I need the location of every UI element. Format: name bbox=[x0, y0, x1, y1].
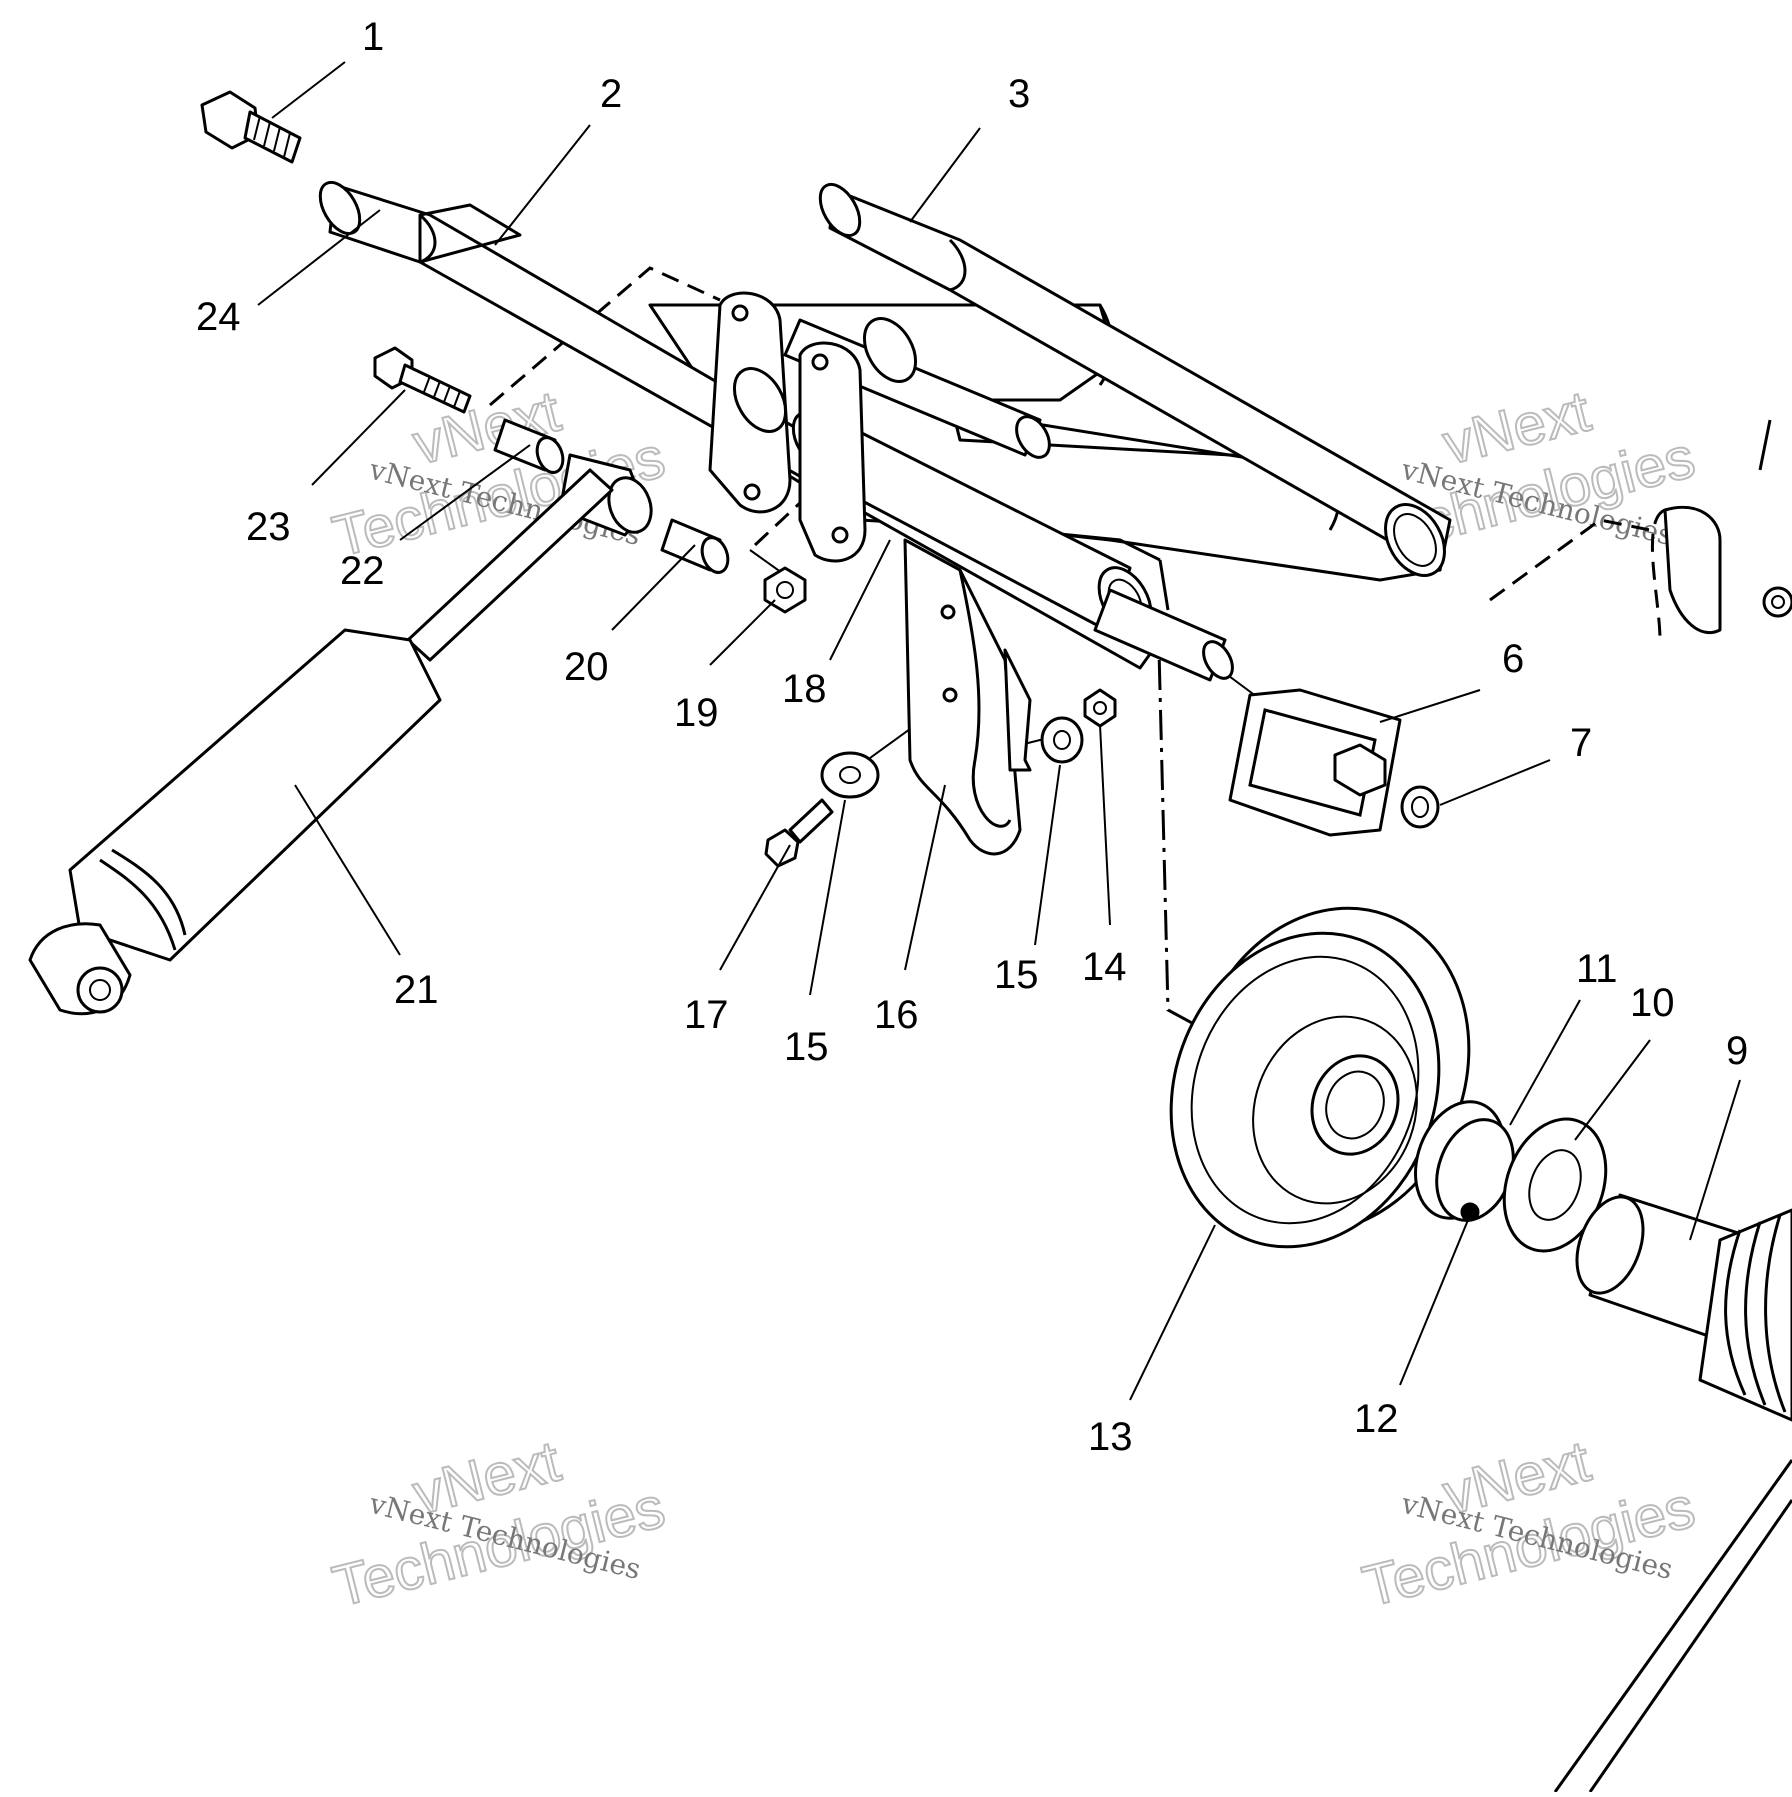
axle-stub bbox=[1093, 588, 1234, 682]
track-belt bbox=[1553, 1459, 1792, 1793]
callout-13: 13 bbox=[1088, 1415, 1133, 1459]
callout-3: 3 bbox=[1008, 72, 1030, 116]
shock-absorber-21 bbox=[28, 468, 614, 1016]
bracket-16 bbox=[903, 538, 1032, 856]
shaft-rear bbox=[818, 182, 1452, 577]
bushing-22 bbox=[493, 418, 565, 474]
bushing-20 bbox=[660, 518, 730, 574]
idler-wheel-13 bbox=[1169, 906, 1471, 1249]
callout-23: 23 bbox=[246, 505, 291, 549]
leader-lines bbox=[257, 61, 1741, 1401]
bolt-1 bbox=[200, 90, 302, 164]
bolt-17 bbox=[764, 798, 834, 868]
callout-21: 21 bbox=[394, 968, 439, 1012]
washer-7 bbox=[1400, 785, 1440, 829]
washer-15-right bbox=[1040, 716, 1084, 764]
callout-16: 16 bbox=[874, 993, 919, 1037]
bearing-block-6 bbox=[1228, 688, 1402, 837]
bolt-23 bbox=[373, 346, 472, 414]
callout-2: 2 bbox=[600, 72, 622, 116]
callout-12: 12 bbox=[1354, 1397, 1399, 1441]
callout-labels: 1 2 3 24 23 22 20 19 18 6 7 21 17 15 16 … bbox=[196, 15, 1748, 1459]
watermark-bottom-left: vNext Technologies bbox=[326, 1427, 672, 1620]
nut-14 bbox=[1083, 688, 1117, 728]
callout-20: 20 bbox=[564, 645, 609, 689]
callout-24: 24 bbox=[196, 295, 241, 339]
callout-14: 14 bbox=[1082, 945, 1127, 989]
right-bracket-fragment bbox=[1663, 419, 1792, 635]
callout-15-left: 15 bbox=[784, 1025, 829, 1069]
washer-15-left bbox=[820, 751, 880, 799]
callout-22: 22 bbox=[340, 549, 385, 593]
callout-11: 11 bbox=[1576, 947, 1618, 991]
bearing-10 bbox=[1502, 1117, 1608, 1253]
drive-wheel-fragment bbox=[1698, 1208, 1792, 1422]
callout-7: 7 bbox=[1570, 721, 1592, 765]
callout-6: 6 bbox=[1502, 637, 1524, 681]
callout-15-right: 15 bbox=[994, 953, 1039, 997]
callout-10: 10 bbox=[1630, 981, 1675, 1025]
callout-9: 9 bbox=[1726, 1029, 1748, 1073]
callout-17: 17 bbox=[684, 993, 729, 1037]
callout-19: 19 bbox=[674, 691, 719, 735]
callout-1: 1 bbox=[362, 15, 384, 59]
mounting-plate-right bbox=[798, 341, 867, 563]
callout-18: 18 bbox=[782, 667, 827, 711]
mounting-plate-left bbox=[708, 291, 792, 514]
